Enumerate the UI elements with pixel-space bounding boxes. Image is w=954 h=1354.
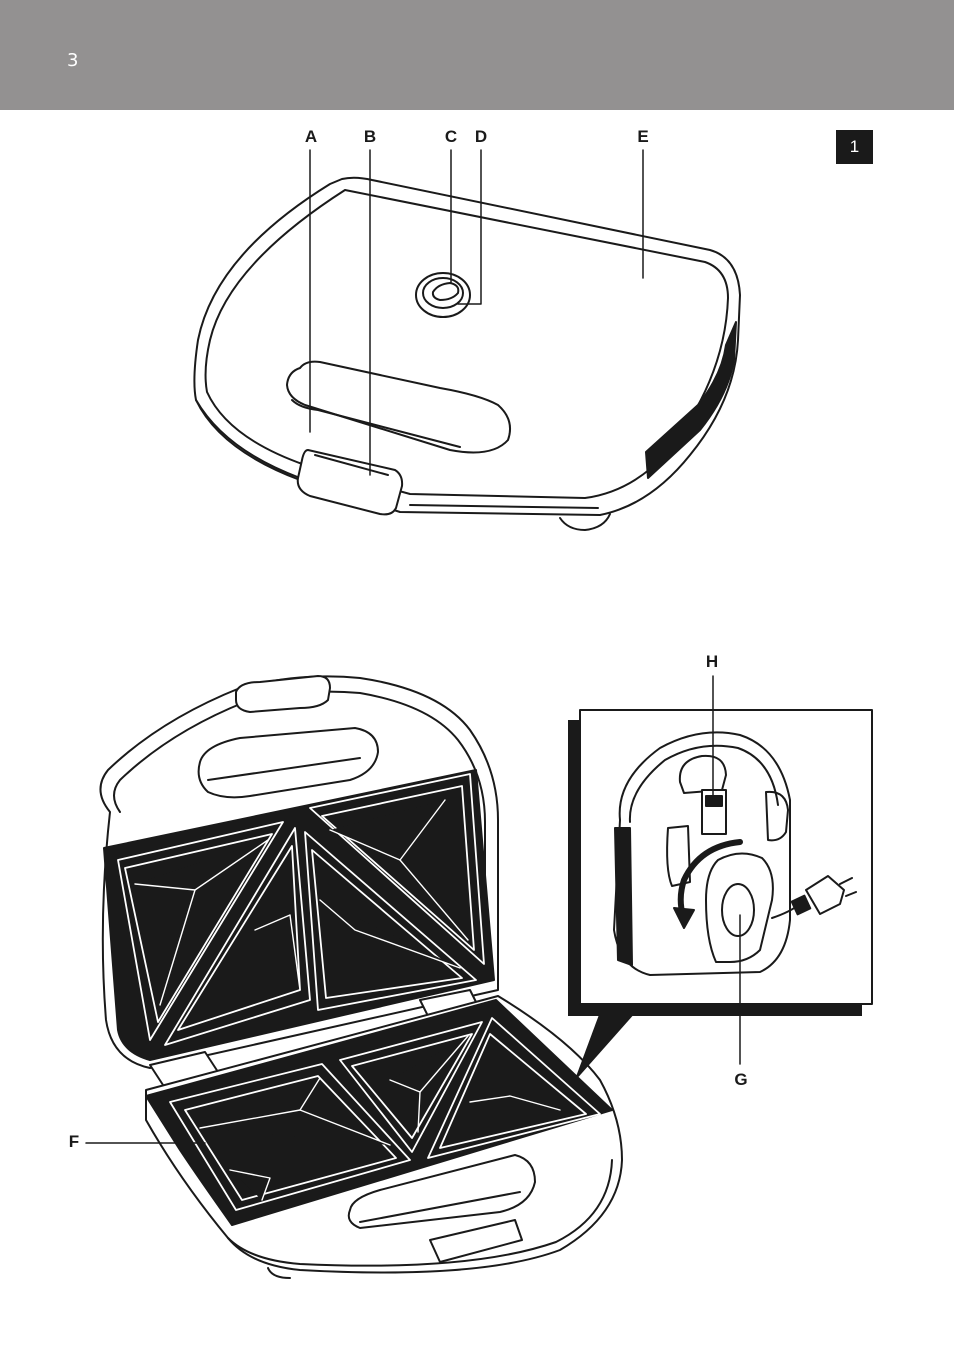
closed-appliance-illustration (194, 150, 740, 530)
open-appliance-illustration (86, 676, 622, 1278)
cord-storage-inset (568, 676, 872, 1082)
